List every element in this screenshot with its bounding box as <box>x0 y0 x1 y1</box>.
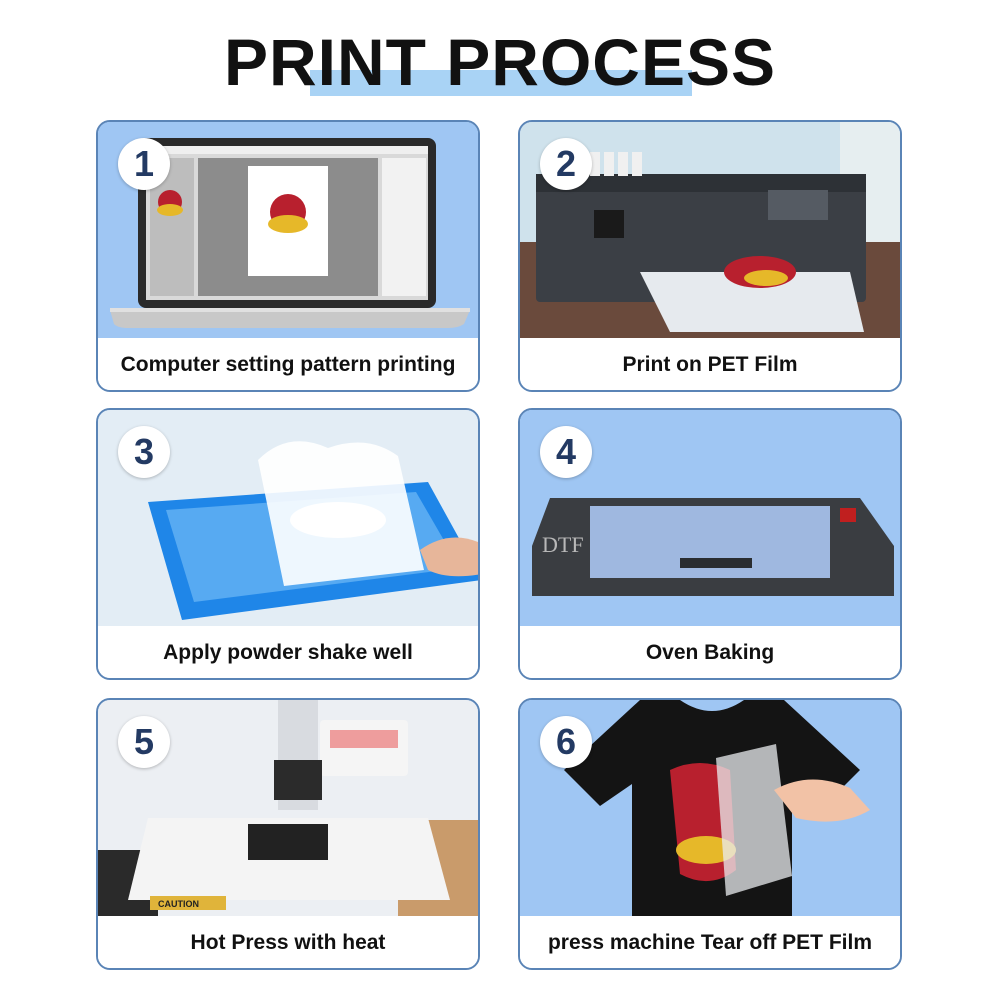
step-number-badge: 5 <box>118 716 170 768</box>
title-highlight <box>310 70 692 96</box>
step-card-3: 3 Apply powder shake well <box>96 408 480 680</box>
oven-icon: DTF <box>520 410 900 626</box>
printer-icon <box>520 122 900 338</box>
page-header: PRINT PROCESS <box>0 22 1000 102</box>
step-number-badge: 1 <box>118 138 170 190</box>
step-number-badge: 4 <box>540 426 592 478</box>
step-number-badge: 2 <box>540 138 592 190</box>
step-caption-4: Oven Baking <box>520 626 900 678</box>
step-card-5: CAUTION 5 Hot Press with heat <box>96 698 480 970</box>
step-number-badge: 6 <box>540 716 592 768</box>
page-title: PRINT PROCESS <box>223 25 777 99</box>
step-photo-3: 3 <box>98 410 478 626</box>
step-number-badge: 3 <box>118 426 170 478</box>
step-card-2: 2 Print on PET Film <box>518 120 902 392</box>
step-caption-5: Hot Press with heat <box>98 916 478 968</box>
step-photo-1: 1 <box>98 122 478 338</box>
step-photo-5: CAUTION 5 <box>98 700 478 916</box>
step-photo-2: 2 <box>520 122 900 338</box>
step-caption-6: press machine Tear off PET Film <box>520 916 900 968</box>
step-caption-2: Print on PET Film <box>520 338 900 390</box>
step-photo-4: DTF 4 <box>520 410 900 626</box>
svg-text:DTF: DTF <box>542 532 584 557</box>
step-card-6: 6 press machine Tear off PET Film <box>518 698 902 970</box>
step-photo-6: 6 <box>520 700 900 916</box>
tshirt-icon <box>520 700 900 916</box>
step-caption-1: Computer setting pattern printing <box>98 338 478 390</box>
step-caption-3: Apply powder shake well <box>98 626 478 678</box>
step-card-4: DTF 4 Oven Baking <box>518 408 902 680</box>
svg-text:CAUTION: CAUTION <box>158 899 199 909</box>
step-card-1: 1 Computer setting pattern printing <box>96 120 480 392</box>
heat-press-icon: CAUTION <box>98 700 478 916</box>
